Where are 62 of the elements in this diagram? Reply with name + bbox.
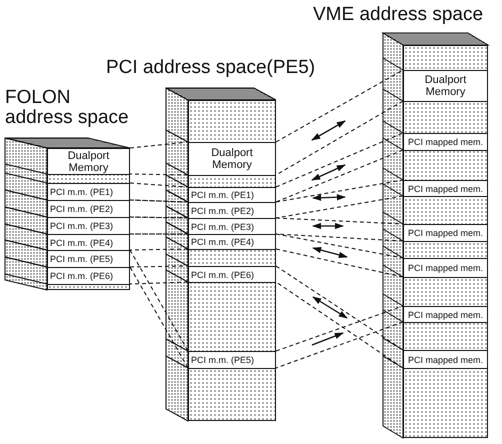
segment-label: PCI m.m. (PE2) xyxy=(50,204,114,214)
mapping-line xyxy=(130,250,188,370)
memory-segment xyxy=(189,266,275,283)
mapping-line xyxy=(276,179,404,218)
segment-label: PCI m.m. (PE2) xyxy=(191,206,254,216)
segment-label: PCI m.m. (PE4) xyxy=(191,237,254,247)
segment-label: PCI m.m. (PE4) xyxy=(50,238,114,248)
mapping-line xyxy=(276,132,404,202)
memory-segment xyxy=(404,133,487,151)
segment-label: PCI mapped mem. xyxy=(408,310,484,320)
memory-segment xyxy=(189,187,275,203)
memory-segment xyxy=(48,234,129,251)
mapping-line xyxy=(130,216,188,234)
segment-label: PCI mapped mem. xyxy=(408,228,484,238)
memory-segment xyxy=(48,250,129,268)
segment-label: PCI m.m. (PE6) xyxy=(191,270,254,280)
memory-segment xyxy=(48,183,129,201)
segment-label: PCI mapped mem. xyxy=(408,263,484,273)
mapping-line xyxy=(276,305,404,368)
memory-segment xyxy=(404,70,487,102)
segment-label: PCI m.m. (PE5) xyxy=(50,254,114,264)
segment-label: PCI mapped mem. xyxy=(408,184,484,194)
memory-segment xyxy=(189,218,275,235)
mapping-line xyxy=(276,266,404,369)
column-title: FOLON address space xyxy=(5,88,130,128)
memory-segment xyxy=(404,350,487,369)
memory-segment xyxy=(404,224,487,242)
memory-segment xyxy=(189,142,275,176)
segment-label: Dualport Memory xyxy=(424,74,468,98)
segment-label: PCI m.m. (PE6) xyxy=(50,271,114,281)
memory-column xyxy=(188,100,276,421)
memory-segment xyxy=(189,234,275,250)
memory-segment xyxy=(404,180,487,197)
mapping-line xyxy=(130,200,188,218)
memory-segment xyxy=(48,200,129,218)
mapping-line xyxy=(130,141,188,176)
segment-label: PCI m.m. (PE3) xyxy=(50,221,114,231)
segment-label: PCI mapped mem. xyxy=(408,137,484,147)
mapping-line xyxy=(276,69,404,176)
memory-segment xyxy=(189,351,275,369)
mapping-line xyxy=(276,234,404,278)
segment-label: PCI m.m. (PE3) xyxy=(191,222,254,232)
mapping-line xyxy=(130,266,188,284)
memory-column xyxy=(403,45,488,438)
memory-segment xyxy=(48,148,129,175)
segment-label: PCI m.m. (PE1) xyxy=(191,190,254,200)
segment-label: PCI mapped mem. xyxy=(408,354,484,364)
memory-segment xyxy=(404,258,487,278)
memory-segment xyxy=(48,217,129,235)
segment-label: Dualport Memory xyxy=(210,147,254,171)
column-title: PCI address space(PE5) xyxy=(106,58,316,78)
mapping-line xyxy=(130,234,188,250)
memory-segment xyxy=(48,267,129,285)
memory-segment xyxy=(404,306,487,323)
memory-segment xyxy=(189,202,275,219)
mapping-line xyxy=(276,218,404,242)
segment-label: Dualport Memory xyxy=(66,150,110,174)
segment-label: PCI m.m. (PE1) xyxy=(50,187,114,197)
mapping-line xyxy=(130,182,188,203)
column-title: VME address space xyxy=(313,5,484,25)
memory-column xyxy=(47,148,130,290)
segment-label: PCI m.m. (PE5) xyxy=(191,355,254,365)
